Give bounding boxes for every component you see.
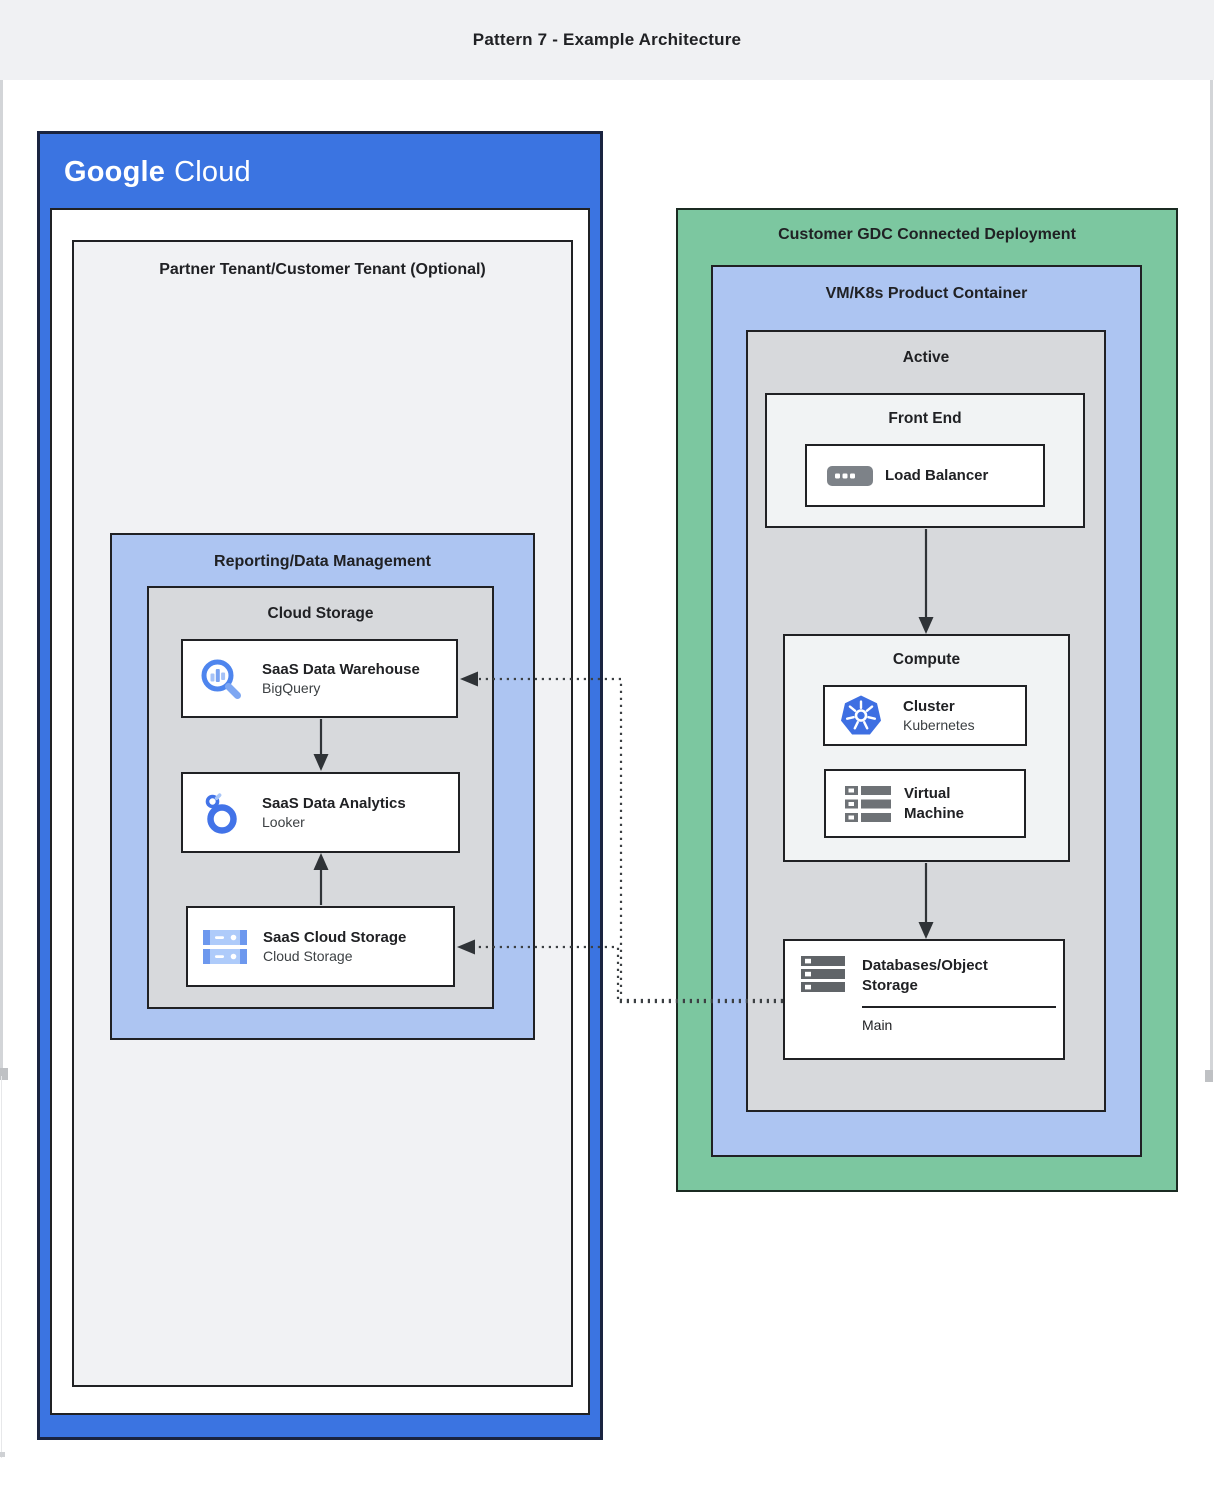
load-balancer-icon [827,465,873,486]
databases-icon [801,956,845,992]
front-end-title: Front End [888,410,962,427]
cluster-subtitle: Kubernetes [903,717,975,734]
saas-cloud-storage-subtitle: Cloud Storage [263,948,353,965]
canvas-left-edge [0,80,3,1076]
load-balancer-card: Load Balancer [805,444,1045,507]
virtual-machine-title: Virtual Machine [904,785,965,822]
compute-title: Compute [892,651,961,668]
canvas-edge-thin-line [1,1076,2,1458]
cloud-storage-icon [203,929,247,964]
canvas-resize-handle-left[interactable] [0,1068,8,1080]
virtual-machine-card: Virtual Machine [824,769,1026,838]
logo-word-cloud: Cloud [174,155,251,188]
logo-word-google: Google [64,155,166,188]
saas-cloud-storage-title: SaaS Cloud Storage [263,928,407,946]
cluster-card: Cluster Kubernetes [823,685,1027,746]
databases-divider [862,1005,1056,1008]
kubernetes-icon [839,694,883,738]
google-cloud-logo: Google Cloud [64,150,251,194]
saas-data-warehouse-title: SaaS Data Warehouse [262,660,420,678]
saas-data-warehouse-card: SaaS Data Warehouse BigQuery [181,639,458,718]
reporting-title: Reporting/Data Management [214,553,431,570]
customer-gdc-title: Customer GDC Connected Deployment [778,226,1076,243]
canvas-right-edge [1210,80,1213,1076]
vm-k8s-title: VM/K8s Product Container [825,285,1028,302]
canvas-edge-tick [0,1452,5,1457]
saas-data-analytics-card: SaaS Data Analytics Looker [181,772,460,853]
looker-icon [198,790,244,836]
cloud-storage-group-title: Cloud Storage [267,605,374,622]
page-title: Pattern 7 - Example Architecture [472,30,742,49]
saas-cloud-storage-card: SaaS Cloud Storage Cloud Storage [186,906,455,987]
saas-data-analytics-subtitle: Looker [262,814,305,831]
saas-data-analytics-title: SaaS Data Analytics [262,794,406,812]
cluster-title: Cluster [903,697,955,715]
databases-object-storage-card: Databases/Object Storage Main [783,939,1065,1060]
active-title: Active [902,349,950,366]
load-balancer-title: Load Balancer [885,466,989,484]
bigquery-icon [198,656,244,702]
virtual-machine-icon [845,785,891,822]
saas-data-warehouse-subtitle: BigQuery [262,680,321,697]
partner-tenant-title: Partner Tenant/Customer Tenant (Optional… [159,261,486,278]
diagram-header: Pattern 7 - Example Architecture [0,0,1214,80]
databases-title: Databases/Object Storage [862,957,988,995]
databases-main-label: Main [862,1016,893,1033]
canvas-resize-handle-right[interactable] [1205,1070,1213,1082]
